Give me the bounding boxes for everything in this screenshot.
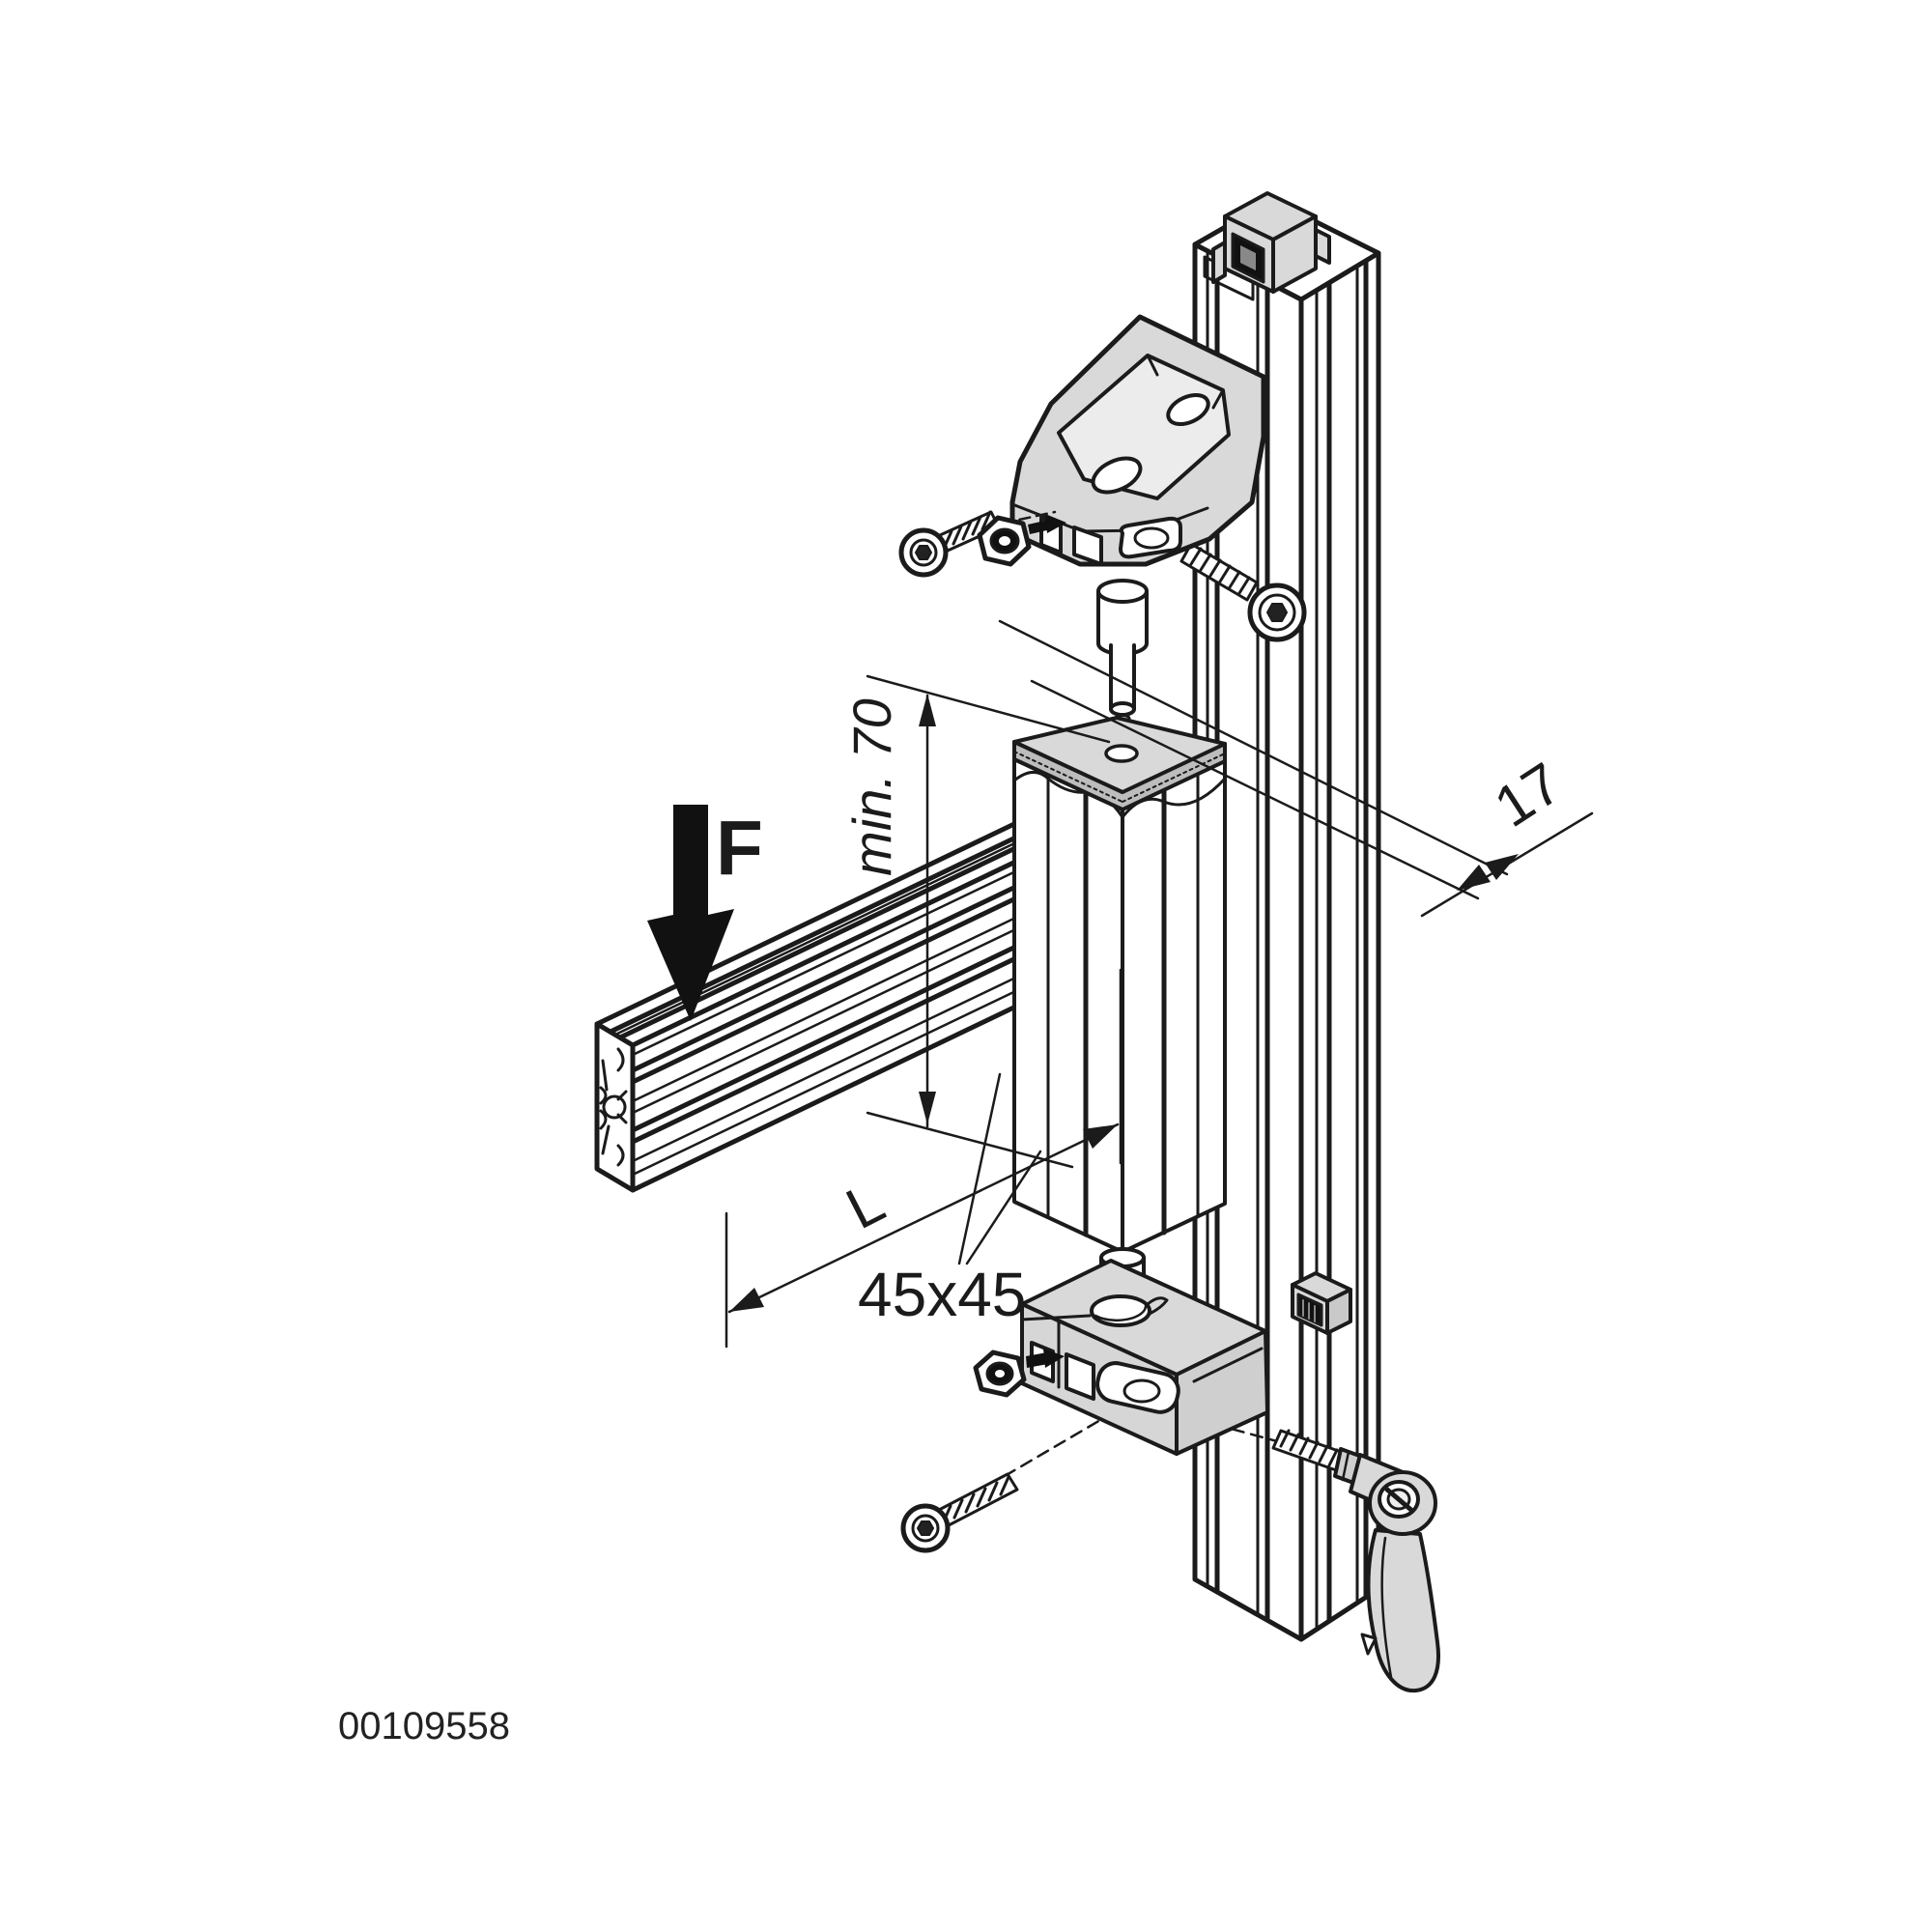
assembly-direction-arrow bbox=[1028, 514, 1066, 534]
hex-nut bbox=[977, 515, 1032, 567]
socket-screw-and-nut bbox=[898, 510, 1066, 578]
force-label: F bbox=[716, 805, 763, 891]
pivot-pin bbox=[1096, 579, 1149, 724]
hex-nut-bottom bbox=[973, 1350, 1027, 1398]
clamp-foot-slot bbox=[1095, 1361, 1180, 1414]
clamp-foot-hole-2 bbox=[1065, 1352, 1095, 1401]
screw-axis-dashed-bottom bbox=[1003, 1414, 1109, 1478]
dimension-min70: min. 70 bbox=[841, 674, 1111, 1169]
bracket-foot-slot bbox=[1119, 516, 1182, 559]
t-nut-strut bbox=[1291, 1271, 1352, 1335]
drawing-number: 00109558 bbox=[338, 1705, 510, 1747]
t-nut-top bbox=[1211, 191, 1331, 294]
long-socket-head-screw bbox=[1179, 542, 1307, 642]
clamp-lever-with-stud bbox=[1271, 1429, 1440, 1693]
square-plate bbox=[1012, 716, 1227, 811]
profile-size-label: 45x45 bbox=[858, 1260, 1026, 1329]
plate-pin-hole bbox=[1104, 744, 1139, 763]
force-arrow: F bbox=[647, 805, 763, 1021]
socket-head-screw bbox=[898, 510, 1001, 578]
bottom-clamp-bracket bbox=[1003, 1259, 1279, 1478]
length-label: L bbox=[837, 1169, 895, 1241]
bracket-foot-hole-2 bbox=[1072, 526, 1103, 566]
bottom-fasteners bbox=[900, 1349, 1065, 1553]
label-45x45: 45x45 bbox=[858, 1072, 1042, 1329]
socket-head-screw-bottom bbox=[900, 1472, 1019, 1553]
bracket-hole-upper bbox=[1166, 392, 1210, 427]
assembly-direction-arrow-bottom bbox=[1026, 1349, 1065, 1368]
corner-bracket-45 bbox=[1009, 314, 1266, 567]
dim17-label: 17 bbox=[1484, 751, 1573, 840]
profile-cross-section bbox=[599, 1047, 628, 1167]
bracket-hole-lower bbox=[1091, 456, 1143, 495]
lever-handle bbox=[1366, 1528, 1440, 1693]
min70-label: min. 70 bbox=[841, 698, 902, 876]
